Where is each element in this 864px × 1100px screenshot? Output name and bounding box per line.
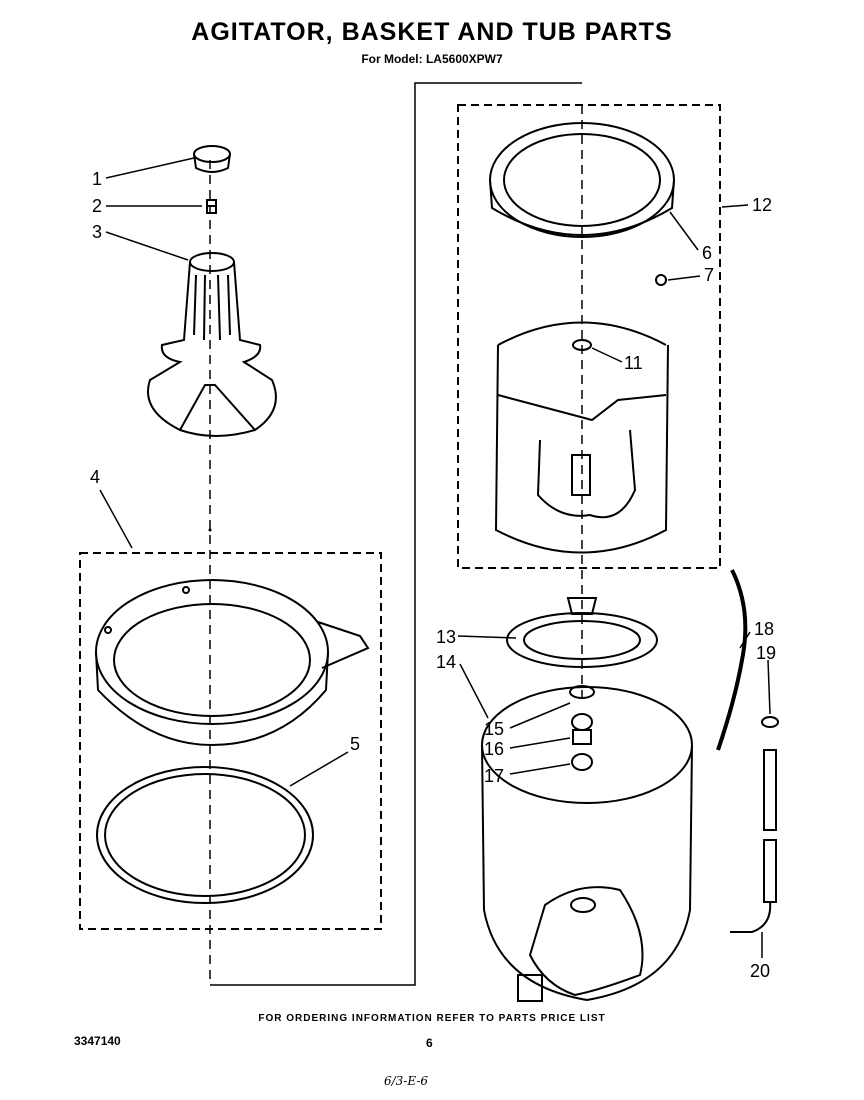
tub-ring-assembly-drawing xyxy=(489,122,675,238)
tub-ring-drawing xyxy=(95,579,370,747)
callout-13: 13 xyxy=(436,627,457,647)
tub-seal-ring-drawing xyxy=(96,766,314,904)
page-title: AGITATOR, BASKET AND TUB PARTS xyxy=(191,18,673,46)
drive-plate-drawing xyxy=(506,597,658,668)
document-number: 3347140 xyxy=(74,1034,121,1048)
drain-hose-drawing xyxy=(730,716,779,933)
dots xyxy=(208,528,212,532)
callout-11: 11 xyxy=(624,353,643,373)
callout-6: 6 xyxy=(702,243,713,263)
outer-tub-drawing xyxy=(481,686,693,1002)
basket-drawing xyxy=(494,321,669,554)
agitator-bolt-drawing xyxy=(206,199,217,214)
connecting-line xyxy=(210,82,582,986)
leader-lines xyxy=(99,157,771,958)
model-subtitle: For Model: LA5600XPW7 xyxy=(361,52,503,66)
hose-drawing xyxy=(716,569,748,751)
callout-19: 19 xyxy=(756,643,777,663)
callout-1: 1 xyxy=(92,169,103,189)
callout-18: 18 xyxy=(754,619,775,639)
tub-seal-parts-drawing xyxy=(569,685,595,771)
basket-assembly-group-box xyxy=(457,104,721,569)
agitator-cap-drawing xyxy=(193,145,231,173)
callout-3: 3 xyxy=(92,222,103,242)
callout-16: 16 xyxy=(484,739,505,759)
callout-5: 5 xyxy=(350,734,361,754)
callout-7: 7 xyxy=(704,265,715,285)
ordering-note: FOR ORDERING INFORMATION REFER TO PARTS … xyxy=(258,1013,606,1024)
callout-14: 14 xyxy=(436,652,457,672)
ring-clip-drawing xyxy=(655,274,667,286)
callout-12: 12 xyxy=(752,195,773,215)
page-number: 6 xyxy=(426,1036,433,1050)
handwritten-code: 6/3-E-6 xyxy=(384,1074,429,1088)
callout-2: 2 xyxy=(92,196,103,216)
callout-17: 17 xyxy=(484,766,505,786)
agitator-drawing xyxy=(147,252,277,437)
callout-15: 15 xyxy=(484,719,505,739)
callout-4: 4 xyxy=(90,467,101,487)
drive-bell-group-box xyxy=(79,552,382,930)
callout-20: 20 xyxy=(750,961,771,981)
